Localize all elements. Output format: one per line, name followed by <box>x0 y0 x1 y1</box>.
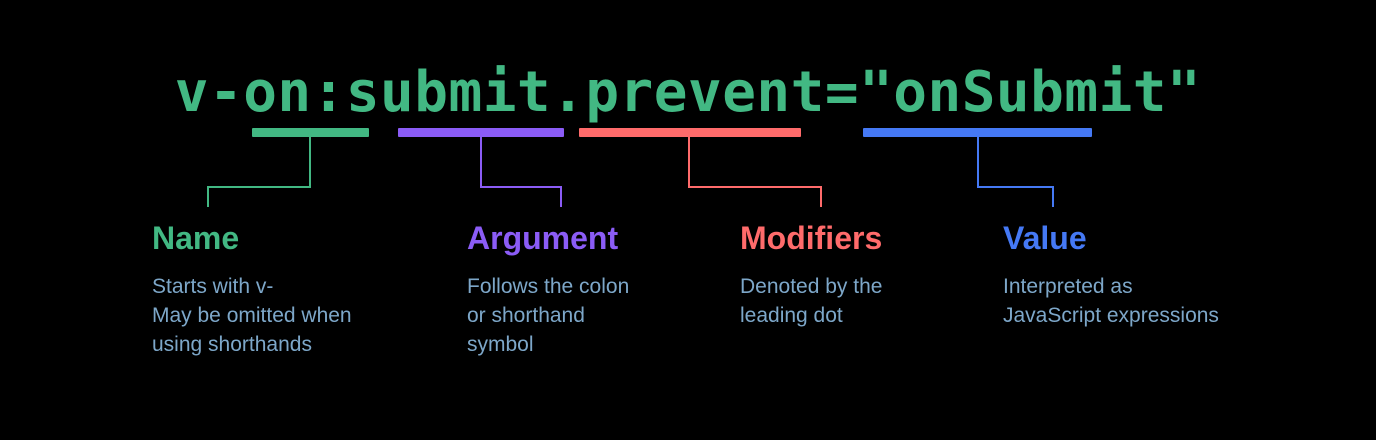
connector-line-value <box>977 137 1054 207</box>
underline-bar-value <box>863 128 1092 137</box>
connector-line-argument <box>480 137 562 207</box>
annotation-title-value: Value <box>1003 220 1087 256</box>
annotation-title-argument: Argument <box>467 220 619 256</box>
underline-bar-name <box>252 128 369 137</box>
annotation-title-name: Name <box>152 220 240 256</box>
annotation-description-value: Interpreted as JavaScript expressions <box>1003 275 1219 327</box>
underline-bar-argument <box>398 128 564 137</box>
annotation-description-name: Starts with v- May be omitted when using… <box>152 275 352 356</box>
annotation-title-modifiers: Modifiers <box>740 220 883 256</box>
code-expression: v-on:submit.prevent="onSubmit" <box>174 60 1202 125</box>
annotation-description-argument: Follows the colon or shorthand symbol <box>467 275 630 356</box>
annotation-description-modifiers: Denoted by the leading dot <box>740 275 883 327</box>
connector-line-name <box>207 137 311 207</box>
connector-line-modifiers <box>688 137 822 207</box>
underline-bar-modifiers <box>579 128 801 137</box>
